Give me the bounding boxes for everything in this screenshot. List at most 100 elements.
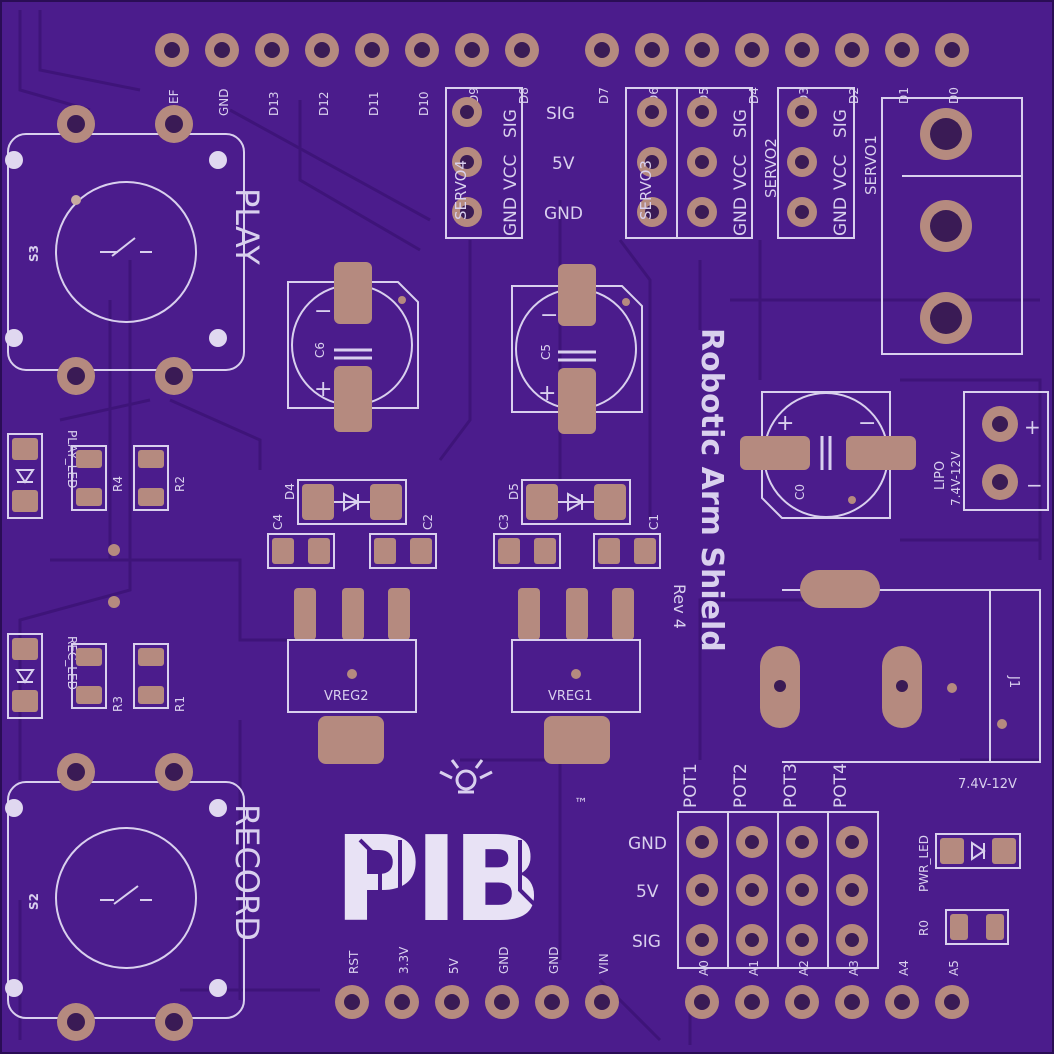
resistor-r1: R1: [133, 643, 187, 712]
pin-label: GND: [217, 88, 231, 116]
regulator-vreg1: VREG1: [511, 588, 641, 764]
board-revision: Rev 4: [670, 584, 689, 629]
power-jack-j1: J1 7.4V-12V: [760, 570, 1041, 792]
regulator-label: VREG2: [324, 689, 368, 704]
pot-label: POT1: [681, 763, 701, 808]
pin-label: GND: [731, 197, 751, 236]
pin-label: RST: [347, 950, 361, 974]
resistor-r3: R3: [71, 643, 125, 712]
diode-d4: D4: [283, 479, 407, 525]
record-button-ref: S2: [27, 893, 41, 910]
plus-sign: +: [314, 377, 332, 402]
resistor-label: R4: [111, 476, 125, 492]
header-bottom-left-labels: RST 3.3V 5V GND GND VIN: [347, 946, 611, 974]
pot-label: POT2: [731, 763, 751, 808]
minus-sign: −: [858, 411, 876, 436]
jack-rating: 7.4V-12V: [958, 777, 1017, 792]
pin-label: D10: [417, 91, 431, 116]
capacitor-c2: C2: [369, 514, 437, 569]
capacitor-label: C2: [421, 514, 435, 530]
power-led-label: PWR_LED: [917, 835, 931, 892]
resistor-label: R2: [173, 476, 187, 492]
pin-label: EF: [167, 89, 181, 104]
record-button-label: RECORD: [228, 804, 266, 941]
trademark: ™: [574, 796, 588, 812]
servo4-connector: SERVO4 GND VCC SIG: [445, 87, 523, 239]
record-button[interactable]: S2 RECORD: [5, 753, 266, 1041]
servo2-label: SERVO2: [762, 138, 780, 198]
minus-sign: −: [540, 303, 558, 328]
header-bottom-left: [335, 985, 619, 1019]
capacitor-label: C6: [313, 342, 327, 358]
servo-side-labels: SIG 5V GND: [544, 104, 583, 224]
minus-sign: −: [314, 299, 332, 324]
pin-label: GND: [547, 946, 561, 974]
pin-label: VIN: [597, 953, 611, 974]
capacitor-c0: + − C0: [740, 391, 916, 519]
capacitor-label: C4: [271, 514, 285, 530]
pin-label: VCC: [831, 155, 851, 190]
pin-label: D7: [597, 87, 611, 104]
lipo-label: LIPO: [933, 461, 948, 490]
play-button[interactable]: S3 PLAY: [5, 105, 266, 395]
plus-sign: +: [538, 381, 556, 406]
capacitor-c3: C3: [493, 514, 561, 569]
minus-sign: −: [1026, 473, 1043, 497]
pot-label: POT3: [781, 763, 801, 808]
pib-logo-text: PIB: [334, 810, 536, 948]
header-top-left-labels: EF GND D13 D12 D11 D10 D9 D8: [167, 87, 531, 116]
play-button-label: PLAY: [228, 188, 266, 265]
side-label-gnd: GND: [544, 204, 583, 224]
pin-label: VCC: [501, 155, 521, 190]
pin-label: A3: [847, 960, 861, 976]
capacitor-c5: − + C5: [511, 264, 643, 434]
play-led: PLAY_LED: [7, 430, 79, 519]
header-bottom-right-labels: A0 A1 A2 A3 A4 A5: [697, 960, 961, 976]
pin-label: 5V: [447, 957, 461, 974]
resistor-r4: R4: [71, 445, 125, 511]
capacitor-label: C5: [539, 344, 553, 360]
resistor-label: R1: [173, 696, 187, 712]
capacitor-c6: − + C6: [287, 262, 419, 432]
pot-side-labels: GND 5V SIG: [628, 834, 667, 952]
lipo-connector: + − LIPO 7.4V-12V: [933, 391, 1049, 511]
capacitor-label: C1: [647, 514, 661, 530]
pot-side-label-gnd: GND: [628, 834, 667, 854]
header-top-left: [155, 33, 539, 67]
resistor-r0: R0: [917, 909, 1009, 945]
capacitor-c1: C1: [593, 514, 661, 569]
play-button-ref: S3: [27, 245, 41, 262]
regulator-vreg2: VREG2: [287, 588, 417, 764]
plus-sign: +: [776, 411, 794, 436]
plus-sign: +: [1024, 415, 1041, 439]
pin-label: D4: [747, 87, 761, 104]
pin-label: D8: [517, 87, 531, 104]
pot-side-label-5v: 5V: [636, 882, 659, 902]
pin-label: SIG: [501, 109, 521, 138]
pin-label: D13: [267, 91, 281, 116]
resistor-r2: R2: [133, 445, 187, 511]
pin-label: VCC: [731, 155, 751, 190]
pin-label: GND: [501, 197, 521, 236]
servo4-label: SERVO4: [452, 160, 470, 220]
servo1-terminal-block: SERVO1: [862, 97, 1023, 355]
servo1-label: SERVO1: [862, 135, 880, 195]
pin-label: A2: [797, 960, 811, 976]
regulator-label: VREG1: [548, 689, 592, 704]
diode-label: D5: [507, 483, 521, 500]
pin-label: D0: [947, 87, 961, 104]
servo2-connector: SERVO2 GND VCC SIG: [762, 87, 855, 239]
resistor-label: R0: [917, 920, 931, 936]
pin-label: GND: [497, 946, 511, 974]
pin-label: 3.3V: [397, 946, 411, 974]
pin-label: A4: [897, 960, 911, 976]
pin-label: A1: [747, 960, 761, 976]
pib-logo: PIB ™: [334, 759, 588, 948]
diode-label: D4: [283, 483, 297, 500]
side-label-5v: 5V: [552, 154, 575, 174]
header-top-right: [585, 33, 969, 67]
pot-label: POT4: [831, 763, 851, 808]
lipo-rating: 7.4V-12V: [949, 451, 963, 506]
header-bottom-right: [685, 985, 969, 1019]
